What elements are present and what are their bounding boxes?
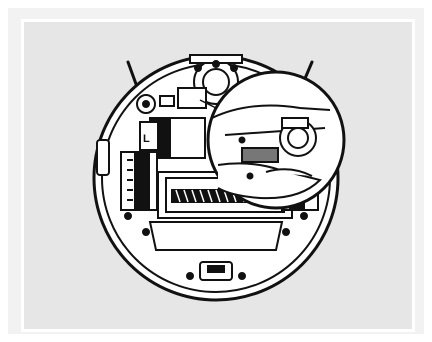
- left-marker-label: L: [143, 133, 150, 145]
- side-brush-hub: [137, 95, 155, 113]
- left-wheel-housing: [97, 140, 109, 175]
- left-drive-wheel: [121, 152, 157, 210]
